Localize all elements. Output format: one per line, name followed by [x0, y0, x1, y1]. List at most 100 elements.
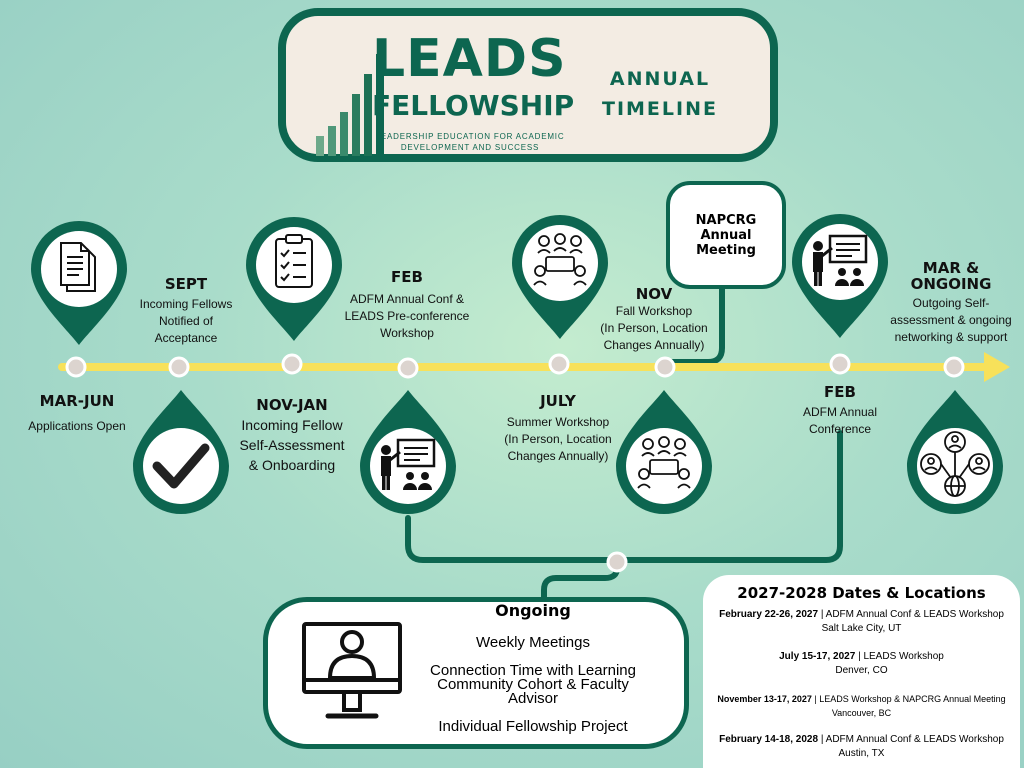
entry-date: July 15-17, 2027: [779, 651, 856, 662]
tagline-line-1: LEADERSHIP EDUCATION FOR ACADEMIC: [375, 132, 565, 141]
entry-date: February 22-26, 2027: [719, 609, 819, 620]
label-mar-ongoing: MAR & ONGOING Outgoing Self- assessment …: [880, 260, 1022, 346]
presenter-icon: [813, 234, 868, 286]
date-july: JULY: [540, 392, 576, 410]
entry-event: | ADFM Annual Conf & LEADS Workshop: [818, 609, 1004, 620]
title-line-1: ANNUAL: [609, 68, 711, 90]
label-sept: SEPT Incoming Fellows Notified of Accept…: [120, 275, 252, 347]
desc-mar-ongoing-1: Outgoing Self-: [912, 296, 990, 310]
label-mar-jun: MAR-JUN Applications Open: [10, 392, 144, 435]
pin-nov: [616, 390, 712, 514]
date-mar-ongoing-2: ONGOING: [910, 275, 992, 293]
date-entry: February 22-26, 2027 | ADFM Annual Conf …: [703, 608, 1020, 636]
napcrg-box: NAPCRG Annual Meeting: [666, 181, 786, 289]
node-nov-jan: [281, 353, 303, 375]
desc-mar-ongoing-3: networking & support: [894, 330, 1008, 344]
desc-mar-jun: Applications Open: [28, 419, 126, 433]
tagline-line-2: DEVELOPMENT AND SUCCESS: [400, 143, 540, 152]
header-banner: LEADS FELLOWSHIP LEADERSHIP EDUCATION FO…: [278, 8, 778, 162]
desc-mar-ongoing-2: assessment & ongoing: [890, 313, 1012, 327]
checkmark-icon: [152, 443, 210, 489]
presenter-icon: [381, 438, 436, 490]
date-nov-jan: NOV-JAN: [256, 396, 328, 414]
ongoing-content: Ongoing Weekly Meetings Connection Time …: [408, 600, 658, 736]
timeline-arrowhead: [984, 352, 1010, 382]
team-meeting-icon: [637, 436, 691, 489]
node-feb1: [397, 357, 419, 379]
pin-mar-jun: [31, 221, 127, 345]
napcrg-line-1: NAPCRG: [695, 212, 757, 228]
team-meeting-icon: [533, 233, 587, 286]
logo-sub: FELLOWSHIP: [372, 89, 575, 122]
entry-event: | LEADS Workshop: [855, 651, 944, 662]
label-july: JULY Summer Workshop (In Person, Locatio…: [490, 392, 626, 465]
date-feb2: FEB: [824, 383, 856, 401]
desc-sept-2: Notified of: [158, 314, 214, 328]
node-sept: [168, 356, 190, 378]
desc-nov-jan-2: Self-Assessment: [239, 437, 345, 453]
desc-july-2: (In Person, Location: [504, 432, 612, 446]
date-mar-ongoing-1: MAR &: [922, 259, 980, 277]
label-nov: NOV Fall Workshop (In Person, Location C…: [586, 285, 722, 354]
desc-nov-2: (In Person, Location: [600, 321, 708, 335]
node-feb2: [829, 353, 851, 375]
date-feb1: FEB: [391, 268, 423, 286]
pin-mar-ongoing: [907, 390, 1003, 514]
pin-sept: [133, 390, 229, 514]
napcrg-connector: [665, 284, 725, 365]
node-mar-ongoing: [943, 356, 965, 378]
title-line-2: TIMELINE: [602, 98, 718, 120]
ongoing-item-2b: Community Cohort & Faculty: [437, 676, 629, 693]
napcrg-line-3: Meeting: [696, 242, 756, 258]
ongoing-item-3: Individual Fellowship Project: [438, 718, 628, 735]
pin-nov-jan: [246, 217, 342, 341]
node-nov: [654, 356, 676, 378]
ongoing-title: Ongoing: [495, 601, 571, 620]
desc-feb2-1: ADFM Annual: [802, 405, 878, 419]
node-ongoing: [606, 551, 628, 573]
ongoing-box: Ongoing Weekly Meetings Connection Time …: [263, 597, 689, 749]
clipboard-checklist-icon: [275, 234, 313, 288]
date-nov: NOV: [635, 285, 673, 303]
entry-date: February 14-18, 2028: [719, 734, 819, 745]
entry-event: | LEADS Workshop & NAPCRG Annual Meeting: [811, 694, 1006, 704]
ongoing-item-2a: Connection Time with Learning: [430, 662, 636, 679]
page-title: ANNUAL TIMELINE: [590, 64, 730, 124]
date-entry: July 15-17, 2027 | LEADS Workshop Denver…: [703, 650, 1020, 678]
napcrg-line-2: Annual: [700, 227, 752, 243]
document-icon: [60, 242, 96, 292]
node-july: [548, 353, 570, 375]
desc-july-3: Changes Annually): [507, 449, 609, 463]
dates-title: 2027-2028 Dates & Locations: [737, 584, 986, 602]
pin-feb1: [360, 390, 456, 514]
pin-july: [512, 215, 608, 339]
networking-icon: [920, 431, 990, 497]
desc-feb1-3: Workshop: [380, 326, 434, 340]
desc-feb2-2: Conference: [808, 422, 872, 436]
desc-sept-1: Incoming Fellows: [139, 297, 233, 311]
ongoing-connector: [541, 559, 620, 603]
ongoing-item-2c: Advisor: [507, 690, 559, 707]
label-feb2: FEB ADFM Annual Conference: [780, 383, 900, 438]
computer-user-icon: [302, 622, 402, 719]
desc-feb1-2: LEADS Pre-conference: [344, 309, 470, 323]
entry-event: | ADFM Annual Conf & LEADS Workshop: [818, 734, 1004, 745]
entry-place: Vancouver, BC: [831, 708, 892, 718]
entry-place: Austin, TX: [838, 748, 885, 759]
bar-chart-logo-icon: [316, 54, 384, 156]
ongoing-item-1: Weekly Meetings: [476, 634, 590, 651]
dates-panel: 2027-2028 Dates & Locations February 22-…: [703, 575, 1020, 768]
desc-nov-jan-1: Incoming Fellow: [241, 417, 343, 433]
pin-feb2: [792, 214, 888, 338]
logo-main: LEADS: [372, 29, 567, 89]
date-mar-jun: MAR-JUN: [39, 392, 115, 410]
desc-nov-jan-3: & Onboarding: [248, 457, 336, 473]
desc-feb1-1: ADFM Annual Conf &: [349, 292, 465, 306]
desc-nov-1: Fall Workshop: [615, 304, 693, 318]
node-mar-jun: [65, 356, 87, 378]
desc-sept-3: Acceptance: [154, 331, 218, 345]
date-entry: February 14-18, 2028 | ADFM Annual Conf …: [703, 733, 1020, 761]
desc-nov-3: Changes Annually): [603, 338, 705, 352]
entry-date: November 13-17, 2027: [717, 694, 812, 704]
